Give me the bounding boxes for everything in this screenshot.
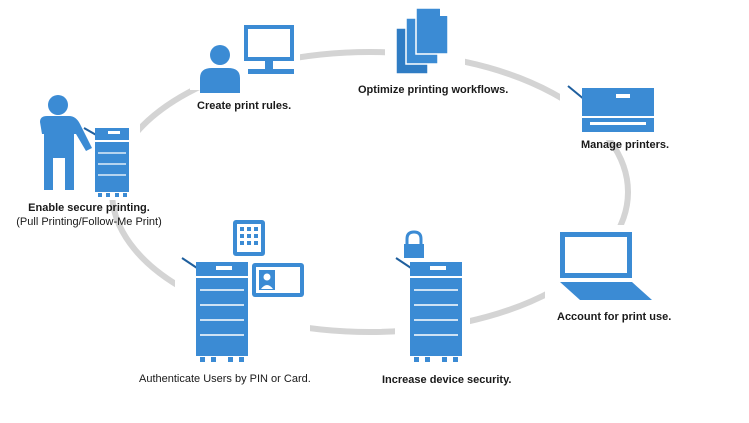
step-label-secure-print: Enable secure printing.	[28, 202, 150, 214]
user-at-computer-icon	[200, 25, 294, 93]
step-sublabel-secure-print: (Pull Printing/Follow-Me Print)	[16, 216, 162, 228]
step-label-security: Increase device security.	[382, 374, 512, 386]
document-stack-icon	[395, 7, 449, 75]
step-label-optimize: Optimize printing workflows.	[358, 84, 509, 96]
secure-mfp-icon	[395, 230, 462, 362]
printer-icon	[567, 85, 654, 132]
mfp-with-pin-and-card-icon	[181, 220, 304, 362]
step-label-authenticate: Authenticate Users by PIN or Card.	[139, 373, 311, 385]
user-at-mfp-icon	[40, 95, 129, 197]
step-label-manage: Manage printers.	[581, 139, 670, 151]
laptop-icon	[560, 232, 652, 300]
step-label-account: Account for print use.	[557, 311, 672, 323]
step-label-create-rules: Create print rules.	[197, 100, 292, 112]
